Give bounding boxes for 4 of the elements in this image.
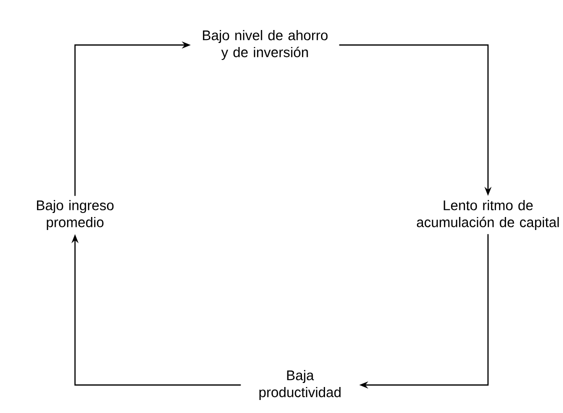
cycle-text: Bajo nivel de ahorro y de inversión [202, 30, 328, 60]
cycle-text: Lento ritmo de acumulación de capital [416, 200, 559, 230]
cycle-text: Baja productividad [259, 370, 341, 400]
cycle-text: Bajo ingreso promedio [37, 200, 114, 230]
